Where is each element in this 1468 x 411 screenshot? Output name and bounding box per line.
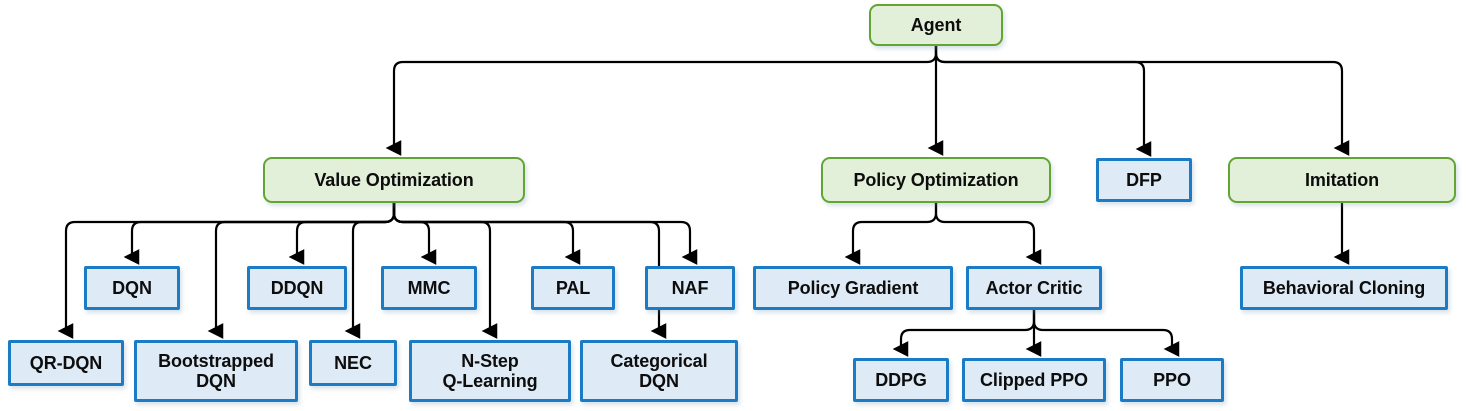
node-label-n_step_q_learning: N-Step Q-Learning: [442, 350, 538, 391]
node-policy_gradient[interactable]: Policy Gradient: [753, 266, 953, 310]
node-label-policy_opt: Policy Optimization: [853, 169, 1019, 190]
node-qr_dqn[interactable]: QR-DQN: [8, 340, 124, 386]
node-nec[interactable]: NEC: [309, 340, 397, 386]
edge-agent-to-dfp: [934, 46, 1152, 157]
node-label-qr_dqn: QR-DQN: [29, 352, 103, 373]
edge-value_opt-to-dqn: [123, 203, 396, 265]
edge-actor_critic-to-ppo: [1032, 310, 1180, 357]
node-ddqn[interactable]: DDQN: [247, 266, 347, 310]
node-label-categorical_dqn: Categorical DQN: [610, 350, 708, 391]
node-ppo[interactable]: PPO: [1120, 358, 1224, 402]
node-n_step_q_learning[interactable]: N-Step Q-Learning: [409, 340, 571, 402]
node-label-bootstrapped_dqn: Bootstrapped DQN: [158, 350, 274, 391]
node-label-imitation: Imitation: [1304, 169, 1380, 190]
node-label-nec: NEC: [334, 352, 372, 373]
node-imitation[interactable]: Imitation: [1228, 157, 1456, 203]
node-label-actor_critic: Actor Critic: [985, 277, 1083, 298]
node-label-ddpg: DDPG: [875, 369, 927, 390]
node-label-clipped_ppo: Clipped PPO: [980, 369, 1088, 390]
node-label-mmc: MMC: [407, 277, 451, 298]
node-label-pal: PAL: [555, 277, 591, 298]
edge-policy_opt-to-policy_gradient: [844, 203, 938, 265]
edge-value_opt-to-mmc: [392, 203, 437, 265]
node-label-policy_gradient: Policy Gradient: [787, 277, 919, 298]
node-label-behavioral_cloning: Behavioral Cloning: [1262, 277, 1426, 298]
node-policy_opt[interactable]: Policy Optimization: [821, 157, 1051, 203]
edge-value_opt-to-ddqn: [288, 203, 396, 265]
node-agent[interactable]: Agent: [869, 4, 1003, 46]
node-behavioral_cloning[interactable]: Behavioral Cloning: [1240, 266, 1448, 310]
node-label-dqn: DQN: [112, 277, 152, 298]
node-pal[interactable]: PAL: [531, 266, 615, 310]
node-label-naf: NAF: [671, 277, 709, 298]
node-label-ddqn: DDQN: [270, 277, 324, 298]
node-label-value_opt: Value Optimization: [314, 169, 474, 190]
node-dqn[interactable]: DQN: [84, 266, 180, 310]
node-categorical_dqn[interactable]: Categorical DQN: [580, 340, 738, 402]
edge-agent-to-imitation: [934, 46, 1350, 156]
node-label-agent: Agent: [910, 14, 962, 35]
node-naf[interactable]: NAF: [645, 266, 735, 310]
node-bootstrapped_dqn[interactable]: Bootstrapped DQN: [134, 340, 298, 402]
edge-actor_critic-to-ddpg: [892, 310, 1036, 357]
edge-policy_opt-to-actor_critic: [934, 203, 1042, 265]
node-actor_critic[interactable]: Actor Critic: [966, 266, 1102, 310]
node-ddpg[interactable]: DDPG: [853, 358, 949, 402]
edge-value_opt-to-naf: [392, 203, 698, 265]
node-value_opt[interactable]: Value Optimization: [263, 157, 525, 203]
node-clipped_ppo[interactable]: Clipped PPO: [962, 358, 1106, 402]
node-mmc[interactable]: MMC: [381, 266, 477, 310]
node-dfp[interactable]: DFP: [1096, 158, 1192, 202]
edge-value_opt-to-pal: [392, 203, 581, 265]
edge-agent-to-value_opt: [385, 46, 938, 156]
node-label-dfp: DFP: [1126, 169, 1162, 190]
node-label-ppo: PPO: [1153, 369, 1191, 390]
